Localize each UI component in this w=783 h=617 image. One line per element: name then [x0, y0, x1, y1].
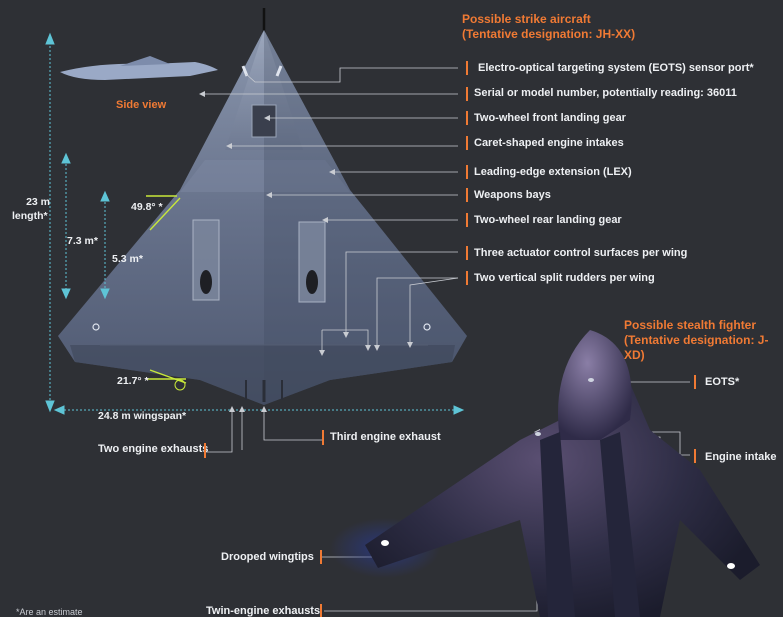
callout-tick-weapons [466, 188, 468, 202]
angle-lex: 49.8° * [131, 201, 163, 213]
callout-eots-sensor: Electro-optical targeting system (EOTS) … [478, 62, 754, 74]
callout-fighter-engine-intake: Engine intake [705, 451, 777, 463]
callout-tick-actuators [466, 246, 468, 260]
callout-two-engine-exhausts: Two engine exhausts [98, 443, 209, 455]
leader-lines [204, 67, 690, 612]
callout-tick-fighter-intake [694, 449, 696, 463]
length-label: 23 m [16, 196, 50, 208]
callout-tick-rear-gear [466, 213, 468, 227]
callout-tick-intakes [466, 136, 468, 150]
callout-tick-fighter-eots [694, 375, 696, 389]
footnote: *Are an estimate [16, 607, 83, 617]
angle-rear: 21.7° * [117, 375, 149, 387]
callout-drooped-wingtips: Drooped wingtips [221, 551, 314, 563]
callout-tick-front-gear [466, 111, 468, 125]
callout-split-rudders: Two vertical split rudders per wing [474, 272, 655, 284]
fighter-title: Possible stealth fighter [624, 318, 757, 332]
callout-tick-lex [466, 165, 468, 179]
callout-twin-engine-exhausts: Twin-engine exhausts [206, 605, 321, 617]
strike-designation: (Tentative designation: JH-XX) [462, 27, 636, 41]
callout-tick-eots [466, 61, 468, 75]
angle-markers [146, 195, 187, 391]
side-view-label: Side view [116, 99, 167, 111]
callout-actuator-surfaces: Three actuator control surfaces per wing [474, 247, 688, 259]
callout-weapons-bays: Weapons bays [474, 189, 551, 201]
dimension-5-3: 5.3 m* [112, 253, 143, 265]
dimension-7-3: 7.3 m* [67, 235, 98, 247]
length-value: 23 m [26, 196, 50, 208]
strike-heading: Possible strike aircraft (Tentative desi… [462, 12, 635, 42]
strike-title: Possible strike aircraft [462, 12, 591, 26]
callout-engine-intakes: Caret-shaped engine intakes [474, 137, 624, 149]
strike-aircraft-illustration [58, 8, 467, 405]
length-caption: length* [12, 210, 48, 222]
callout-tick-serial [466, 87, 468, 101]
callout-third-engine-exhaust: Third engine exhaust [330, 431, 441, 443]
callout-rear-landing-gear: Two-wheel rear landing gear [474, 214, 622, 226]
callout-tick-twin-exhausts [320, 604, 322, 617]
stealth-fighter-illustration [330, 330, 760, 617]
callout-tick-rudders [466, 271, 468, 285]
callout-tick-wingtips [320, 550, 322, 564]
callout-tick-third-exhaust [322, 430, 324, 445]
side-view-silhouette [60, 56, 218, 80]
callout-lex: Leading-edge extension (LEX) [474, 166, 632, 178]
callout-fighter-eots: EOTS* [705, 376, 740, 388]
strike-airframe [58, 30, 467, 405]
wingspan-label: 24.8 m wingspan* [98, 410, 187, 422]
dimension-lines [45, 32, 465, 415]
callout-serial-number: Serial or model number, potentially read… [474, 87, 737, 99]
fighter-designation: (Tentative designation: J-XD) [624, 333, 769, 362]
callout-tick-two-exhausts [204, 443, 206, 458]
fighter-heading: Possible stealth fighter (Tentative desi… [624, 318, 783, 363]
front-landing-gear-bay [251, 104, 277, 138]
callout-front-landing-gear: Two-wheel front landing gear [474, 112, 626, 124]
